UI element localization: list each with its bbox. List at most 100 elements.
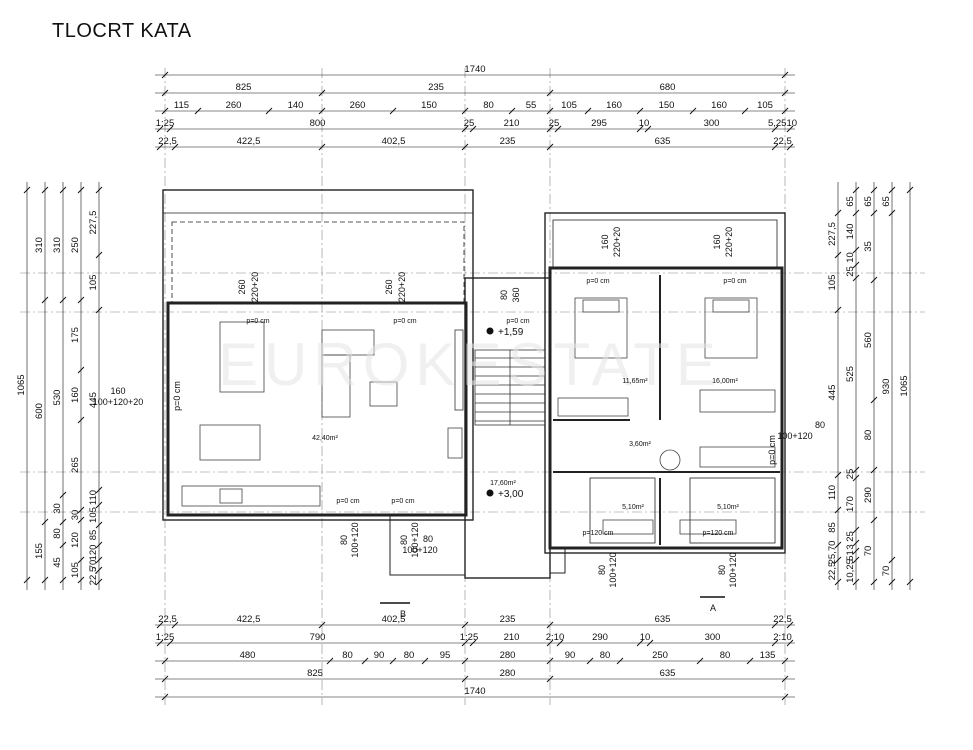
dimension-tick [461,125,469,133]
dimension-tick [852,526,860,534]
dimension-value: 85 [88,530,99,541]
dimension-value: 22,5 [827,562,838,581]
dimension-value: 115 [174,100,189,111]
dimension-tick [870,209,878,217]
dimension-value: 90 [374,650,385,661]
area-label: 42,40m² [312,435,338,442]
dimension-value: 70 [881,566,892,577]
window-labels-horizontal: 80 [423,534,433,544]
dimension-tick [41,186,49,194]
living-block-outer-wall [162,189,474,521]
dimension-tick [834,506,842,514]
dimension-tick [786,621,794,629]
dimension-value: 140 [288,100,304,111]
dimension-tick [870,396,878,404]
area-label: 5,10m² [622,504,644,511]
dimension-value: 90 [565,650,576,661]
washbasin-left [602,519,654,535]
dining-table [219,321,265,393]
wardrobe-hall [699,446,776,468]
dimension-tick [161,107,169,115]
dimension-tick [361,657,369,665]
dimension-tick [546,125,554,133]
dimension-value: 65 [845,196,856,207]
dimension-tick [786,143,794,151]
dimension-tick [59,541,67,549]
dimension-tick [834,541,842,549]
dimension-tick [77,366,85,374]
dimension-tick [161,693,169,701]
dimension-tick [781,693,789,701]
plan-title: TLOCRT KATA [52,20,192,42]
coffee-table [369,381,398,407]
dimension-value: 30 [70,510,81,521]
dimension-value: 10,25 [845,559,856,583]
parapet-label: p=0 cm [506,318,529,325]
window-labels-vertical: p=0 cm [767,435,777,465]
dimension-tick [161,89,169,97]
dimension-value: 250 [70,237,81,253]
dimension-row: 1740 [155,64,795,79]
dimension-value: 25,70 [827,541,838,565]
dimension-tick [59,576,67,584]
section-label: B [400,609,406,619]
furniture [181,297,776,535]
level-marker-icon [486,327,494,335]
parapet-label: p=0 cm [723,278,746,285]
stair-treads [475,357,545,422]
staircase [454,329,546,426]
dimension-value: 55 [526,100,537,111]
dimension-value: 22,5 [88,567,99,586]
dimension-value: 635 [655,614,671,625]
dimension-tick [636,125,644,133]
dimension-tick [156,125,164,133]
dimension-tick [852,209,860,217]
dimension-tick [888,578,896,586]
dimension-tick [888,556,896,564]
dimension-tick [636,639,644,647]
dimension-value: 80 [863,430,874,441]
dimension-tick [461,657,469,665]
window-labels-horizontal: 100+120 [402,545,437,555]
dimension-tick [389,657,397,665]
dimension-tick [870,276,878,284]
dimension-tick [41,576,49,584]
parapet-label: p=120 cm [703,530,734,537]
dimension-tick [870,516,878,524]
dimension-value: 422,5 [237,136,261,147]
dimension-column: 1065 [899,182,914,590]
dimension-tick [556,639,564,647]
dimension-tick [746,657,754,665]
window-labels-vertical: 260 [384,279,394,294]
wardrobe-right [699,389,776,413]
sofa-side [321,354,351,418]
dimension-tick [461,621,469,629]
dimension-tick [318,143,326,151]
dimension-value: 22,5 [158,136,177,147]
dimension-tick [771,143,779,151]
dimension-tick [326,657,334,665]
window-labels-vertical: 80 [499,290,509,300]
dimension-value: 265 [70,457,81,473]
dimension-value: 2:10 [773,632,792,643]
dimension-tick [852,474,860,482]
dimension-value: 70 [863,546,874,557]
window-labels-vertical: 100+120 [350,522,360,557]
dimension-tick [741,107,749,115]
dimension-tick [508,107,516,115]
dimension-value: 1740 [464,686,485,697]
dimension-tick [786,639,794,647]
dimension-tick [95,306,103,314]
dimension-value: 790 [310,632,326,643]
dimension-value: 120 [70,532,81,548]
dimension-tick [318,107,326,115]
dimension-tick [95,566,103,574]
area-label: 17,60m² [490,480,516,487]
dimension-value: 210 [504,118,520,129]
dimension-value: 80 [720,650,731,661]
dimension-tick [852,547,860,555]
